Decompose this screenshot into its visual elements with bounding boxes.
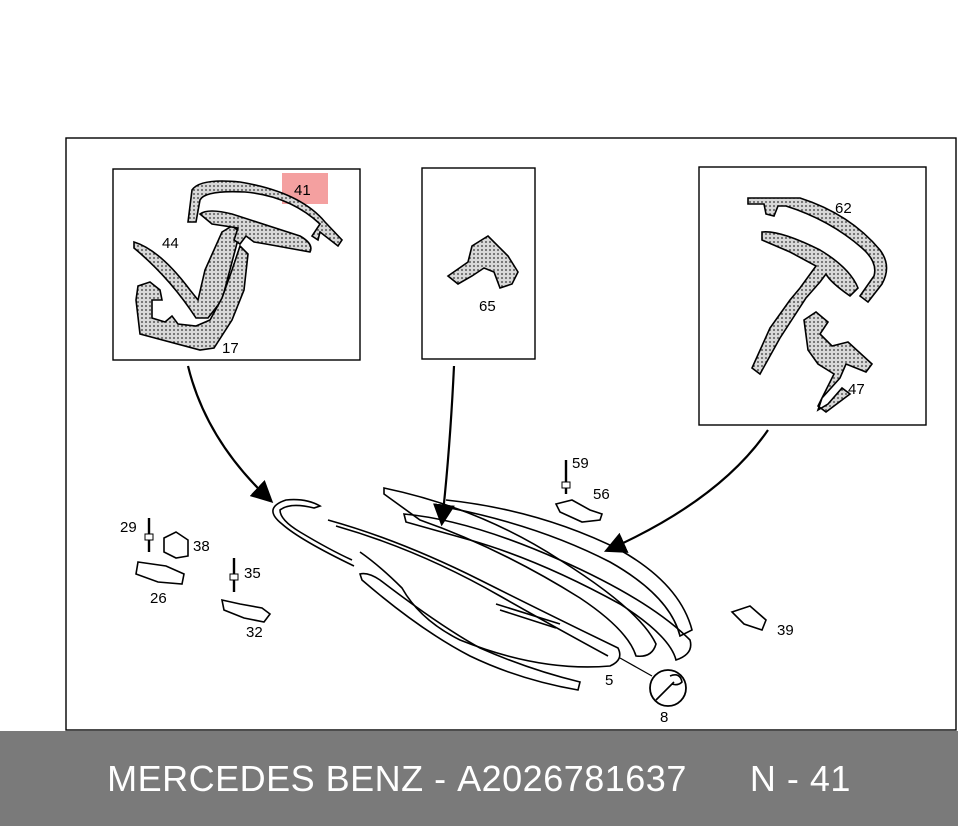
seal-41-strip [272, 498, 355, 567]
callout-29: 29 [120, 519, 137, 536]
clip-38: 38 [163, 531, 210, 559]
leader-5 [619, 657, 653, 677]
clip-26: 26 [135, 561, 185, 607]
callout-35: 35 [244, 565, 261, 582]
seal-inner-loop [335, 525, 609, 657]
seal-upper-profile [198, 210, 312, 253]
detail-box-right: 62 47 [698, 166, 927, 426]
part-info-footer: MERCEDES BENZ - A2026781637 N - 41 [0, 731, 958, 826]
main-seal-assembly: 5 [272, 487, 693, 691]
brand-name: MERCEDES BENZ [107, 757, 424, 799]
detail-box-middle: 65 [421, 167, 536, 360]
seal-17-profile [135, 244, 249, 351]
callout-44: 44 [162, 235, 179, 252]
callout-38: 38 [193, 538, 210, 555]
seal-right-strip [402, 513, 692, 662]
callout-39: 39 [777, 622, 794, 639]
tool-symbol-8: 8 [649, 669, 687, 726]
seal-62-profile [747, 197, 888, 304]
seal-long-strip [383, 487, 657, 658]
callout-47: 47 [848, 381, 865, 398]
seal-65-profile [446, 234, 519, 290]
seal-41-profile [187, 180, 344, 248]
screw-35: 35 [229, 558, 261, 592]
seal-47-clip [803, 311, 874, 413]
arrow-right [603, 429, 769, 553]
clip-39: 39 [730, 605, 794, 639]
callout-32: 32 [246, 624, 263, 641]
seal-outer-loop [327, 519, 621, 668]
callout-5: 5 [605, 672, 613, 689]
glass-line [495, 603, 561, 629]
seal-lower-strip [358, 572, 581, 691]
callout-56: 56 [593, 486, 610, 503]
clip-32: 32 [220, 598, 272, 641]
clip-56: 56 [554, 486, 610, 523]
seal-47-profile [751, 231, 859, 376]
screw-29: 29 [120, 518, 154, 552]
arrow-left [186, 365, 274, 504]
callout-8: 8 [660, 709, 668, 726]
footer-separator: - [423, 757, 458, 799]
diagram-frame [65, 137, 957, 731]
callout-17: 17 [222, 340, 239, 357]
arrow-middle [433, 365, 456, 527]
diagram-reference: N - 41 [749, 757, 851, 799]
callout-65: 65 [479, 298, 496, 315]
callout-59: 59 [572, 455, 589, 472]
seal-44-profile [133, 225, 241, 319]
part-number: A2026781637 [457, 757, 687, 799]
detail-box-left: 41 44 17 [112, 168, 361, 361]
callout-41: 41 [294, 182, 311, 199]
callout-62: 62 [835, 200, 852, 217]
callout-26: 26 [150, 590, 167, 607]
footer-gap [687, 758, 750, 800]
screw-59: 59 [561, 455, 589, 494]
parts-diagram: 41 44 17 65 62 47 5 8 [65, 137, 957, 731]
seal-outer-rim [445, 499, 693, 638]
